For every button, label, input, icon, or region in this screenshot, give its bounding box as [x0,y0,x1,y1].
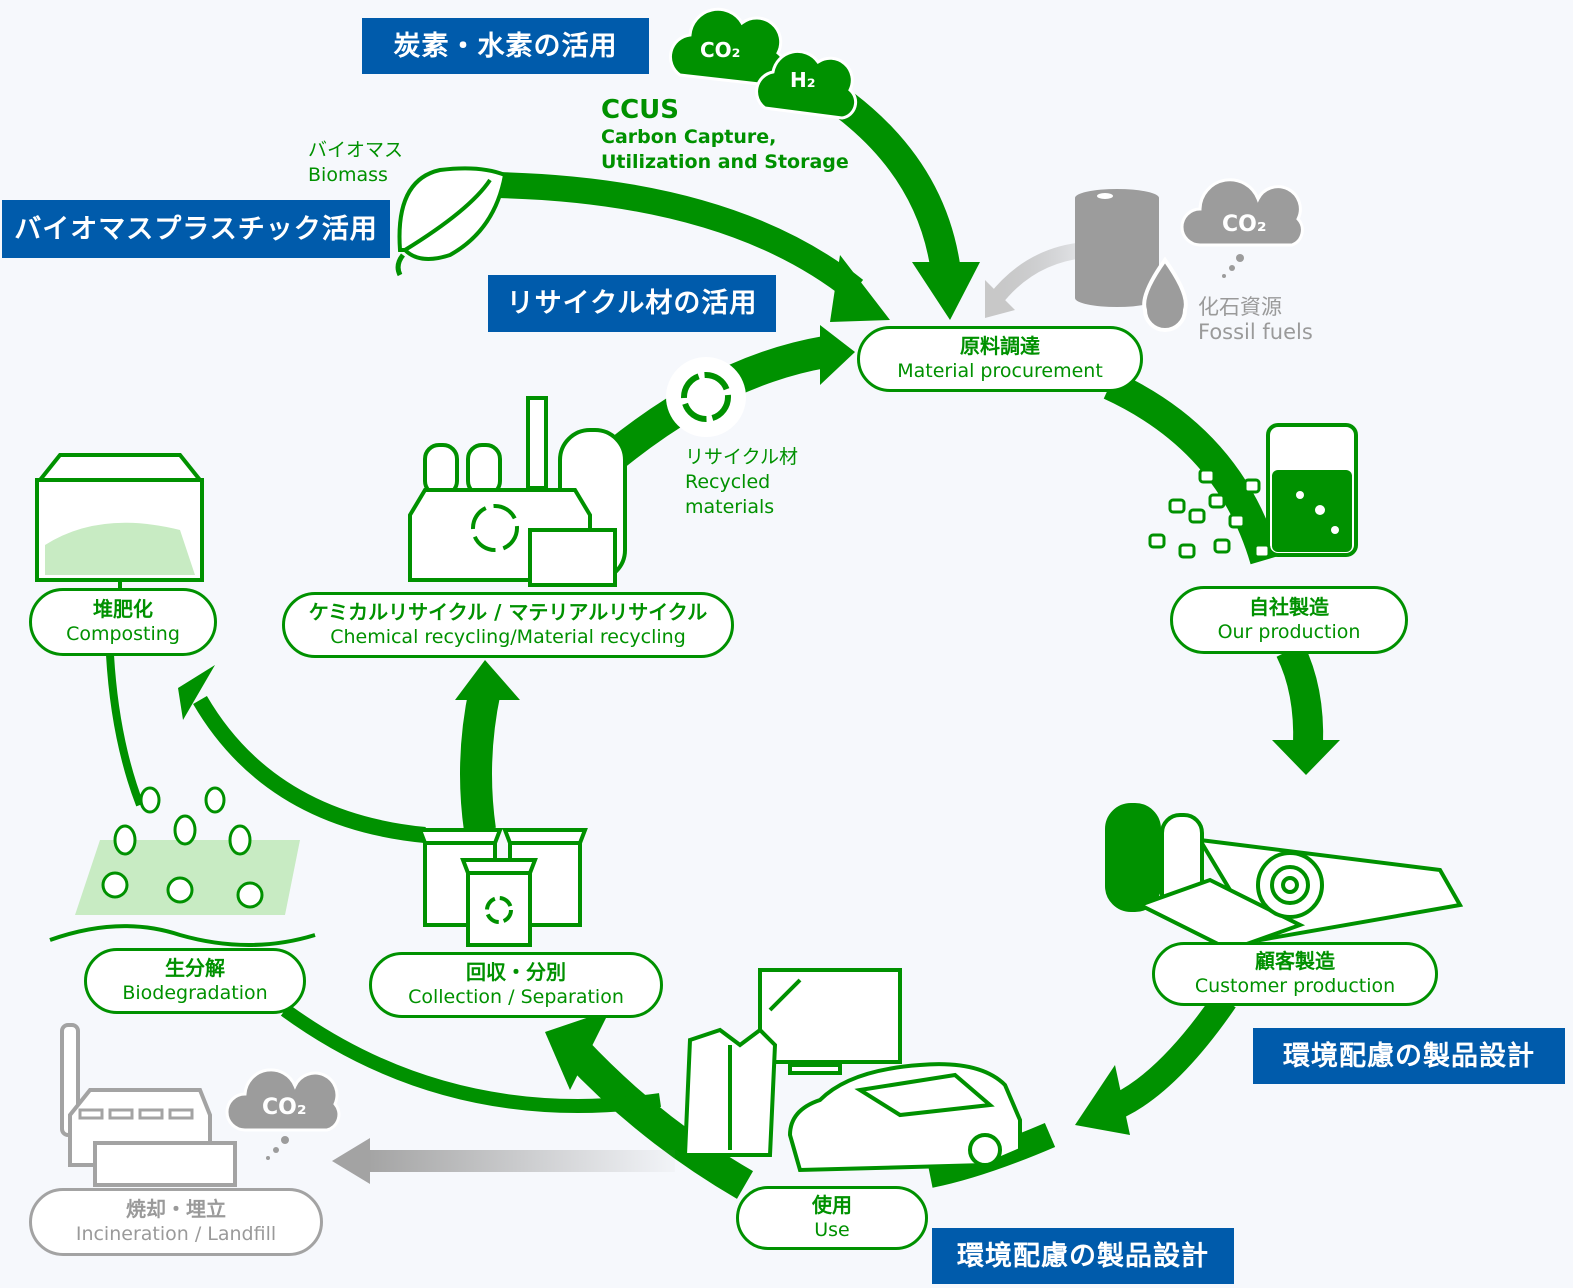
arrowhead-production-to-customer [1272,740,1340,775]
stage-composting-en: Composting [66,623,180,645]
stage-composting-jp: 堆肥化 [93,597,153,621]
collection-bins-icon [417,828,588,947]
tag-biomass-plastic: バイオマスプラスチック活用 [2,200,390,258]
factory-icon [408,396,627,587]
stage-customer-production-jp: 顧客製造 [1255,949,1335,973]
stage-biodegradation-jp: 生分解 [165,956,225,980]
recycle-icon [666,357,746,437]
tag-recycled-material: リサイクル材の活用 [488,275,776,332]
fossil-fuels-label: 化石資源 Fossil fuels [1198,295,1313,345]
stage-biodegradation: 生分解 Biodegradation [84,948,306,1014]
leaf-icon [395,166,508,277]
biomass-jp: バイオマス [308,139,404,161]
tag-eco-design-right: 環境配慮の製品設計 [1253,1028,1565,1084]
car-icon [787,1062,1022,1173]
incineration-plant-icon [60,1023,237,1187]
tag-carbon-hydrogen: 炭素・水素の活用 [362,18,649,74]
fossil-en: Fossil fuels [1198,320,1313,344]
h2-cloud-icon [755,49,858,120]
stage-use: 使用 Use [736,1186,928,1250]
stage-customer-production: 顧客製造 Customer production [1152,942,1438,1006]
stage-procurement: 原料調達 Material procurement [857,326,1143,392]
stage-our-production-jp: 自社製造 [1249,595,1329,619]
stage-collection-en: Collection / Separation [408,986,624,1008]
fossil-jp: 化石資源 [1198,295,1282,319]
stage-collection-jp: 回収・分別 [466,960,566,984]
stage-recycling-en: Chemical recycling/Material recycling [330,626,686,648]
flow-collection-to-composting [193,695,426,843]
stage-use-jp: 使用 [812,1193,852,1217]
flow-use-to-collection [563,1039,754,1199]
ccus-line1: Carbon Capture, [601,126,777,148]
arrowhead-collection-to-recycling [455,660,520,700]
fossil-co2-label: CO₂ [1222,212,1267,237]
ccus-title: CCUS [601,95,679,125]
flow-biodegradation-to-composting [106,654,144,807]
arrowhead-fossil [985,280,1015,318]
flow-customer-to-use [1113,992,1236,1117]
arrowhead-use-to-collection [545,1010,610,1090]
recycled-jp: リサイクル材 [685,446,799,468]
stage-recycling-jp: ケミカルリサイクル / マテリアルリサイクル [308,600,708,624]
oil-drop-icon [1142,256,1188,332]
recycled-en1: Recycled [685,471,771,493]
recycled-en2: materials [685,496,775,518]
stage-our-production-en: Our production [1217,621,1361,643]
arrowhead-collection-to-composting [178,665,215,720]
stage-biodegradation-en: Biodegradation [122,982,268,1004]
pellets-icon [1148,468,1271,559]
oil-barrel-icon [1075,189,1159,307]
tv-icon [758,968,902,1075]
flow-use-to-biodegradation [280,1004,661,1113]
fossil-co2-cloud-icon [1180,178,1304,278]
stage-procurement-en: Material procurement [897,360,1103,382]
jacket-icon [682,1027,778,1157]
sprouting-plants-icon [49,786,316,947]
compost-bin-icon [35,453,205,592]
stage-collection: 回収・分別 Collection / Separation [369,952,663,1018]
ccus-co2-label: CO₂ [700,38,741,62]
biomass-label: バイオマス Biomass [308,138,403,188]
stage-incineration: 焼却・埋立 Incineration / Landfill [29,1188,323,1256]
stage-incineration-jp: 焼却・埋立 [126,1197,226,1221]
recycled-materials-label: リサイクル材 Recycled materials [685,445,798,520]
flow-biomass-to-procurement [494,172,864,301]
incineration-co2-cloud-icon [225,1068,341,1160]
flow-use-to-incineration [365,1150,675,1172]
flow-fossil-to-procurement [988,242,1086,306]
stage-our-production: 自社製造 Our production [1170,586,1408,654]
beaker-icon [1266,423,1358,557]
arrowhead-incineration [332,1138,370,1184]
stage-recycling: ケミカルリサイクル / マテリアルリサイクル Chemical recyclin… [282,592,734,658]
arrowhead-ccus-to-procurement [912,262,980,320]
arrowhead-recycling-to-procurement [820,325,855,385]
tag-eco-design-bottom: 環境配慮の製品設計 [932,1228,1234,1284]
ccus-label: CCUS Carbon Capture, Utilization and Sto… [601,96,849,175]
arrowhead-customer-to-use [1075,1065,1130,1135]
ccus-line2: Utilization and Storage [601,151,849,173]
incineration-co2-label: CO₂ [262,1095,307,1120]
stage-incineration-en: Incineration / Landfill [75,1223,277,1245]
arrowhead-biomass-to-procurement [830,255,890,322]
stage-use-en: Use [814,1219,850,1241]
stage-composting: 堆肥化 Composting [29,588,217,656]
film-roll-icon [1105,803,1464,953]
flow-ccus-to-procurement [835,93,960,268]
flow-procurement-to-production [1103,371,1280,565]
biomass-en: Biomass [308,164,388,186]
flow-production-to-customer [1276,643,1324,746]
stage-customer-production-en: Customer production [1194,975,1396,997]
flow-collection-to-recycling [460,686,501,833]
ccus-h2-label: H₂ [790,68,816,92]
stage-procurement-jp: 原料調達 [960,334,1040,358]
